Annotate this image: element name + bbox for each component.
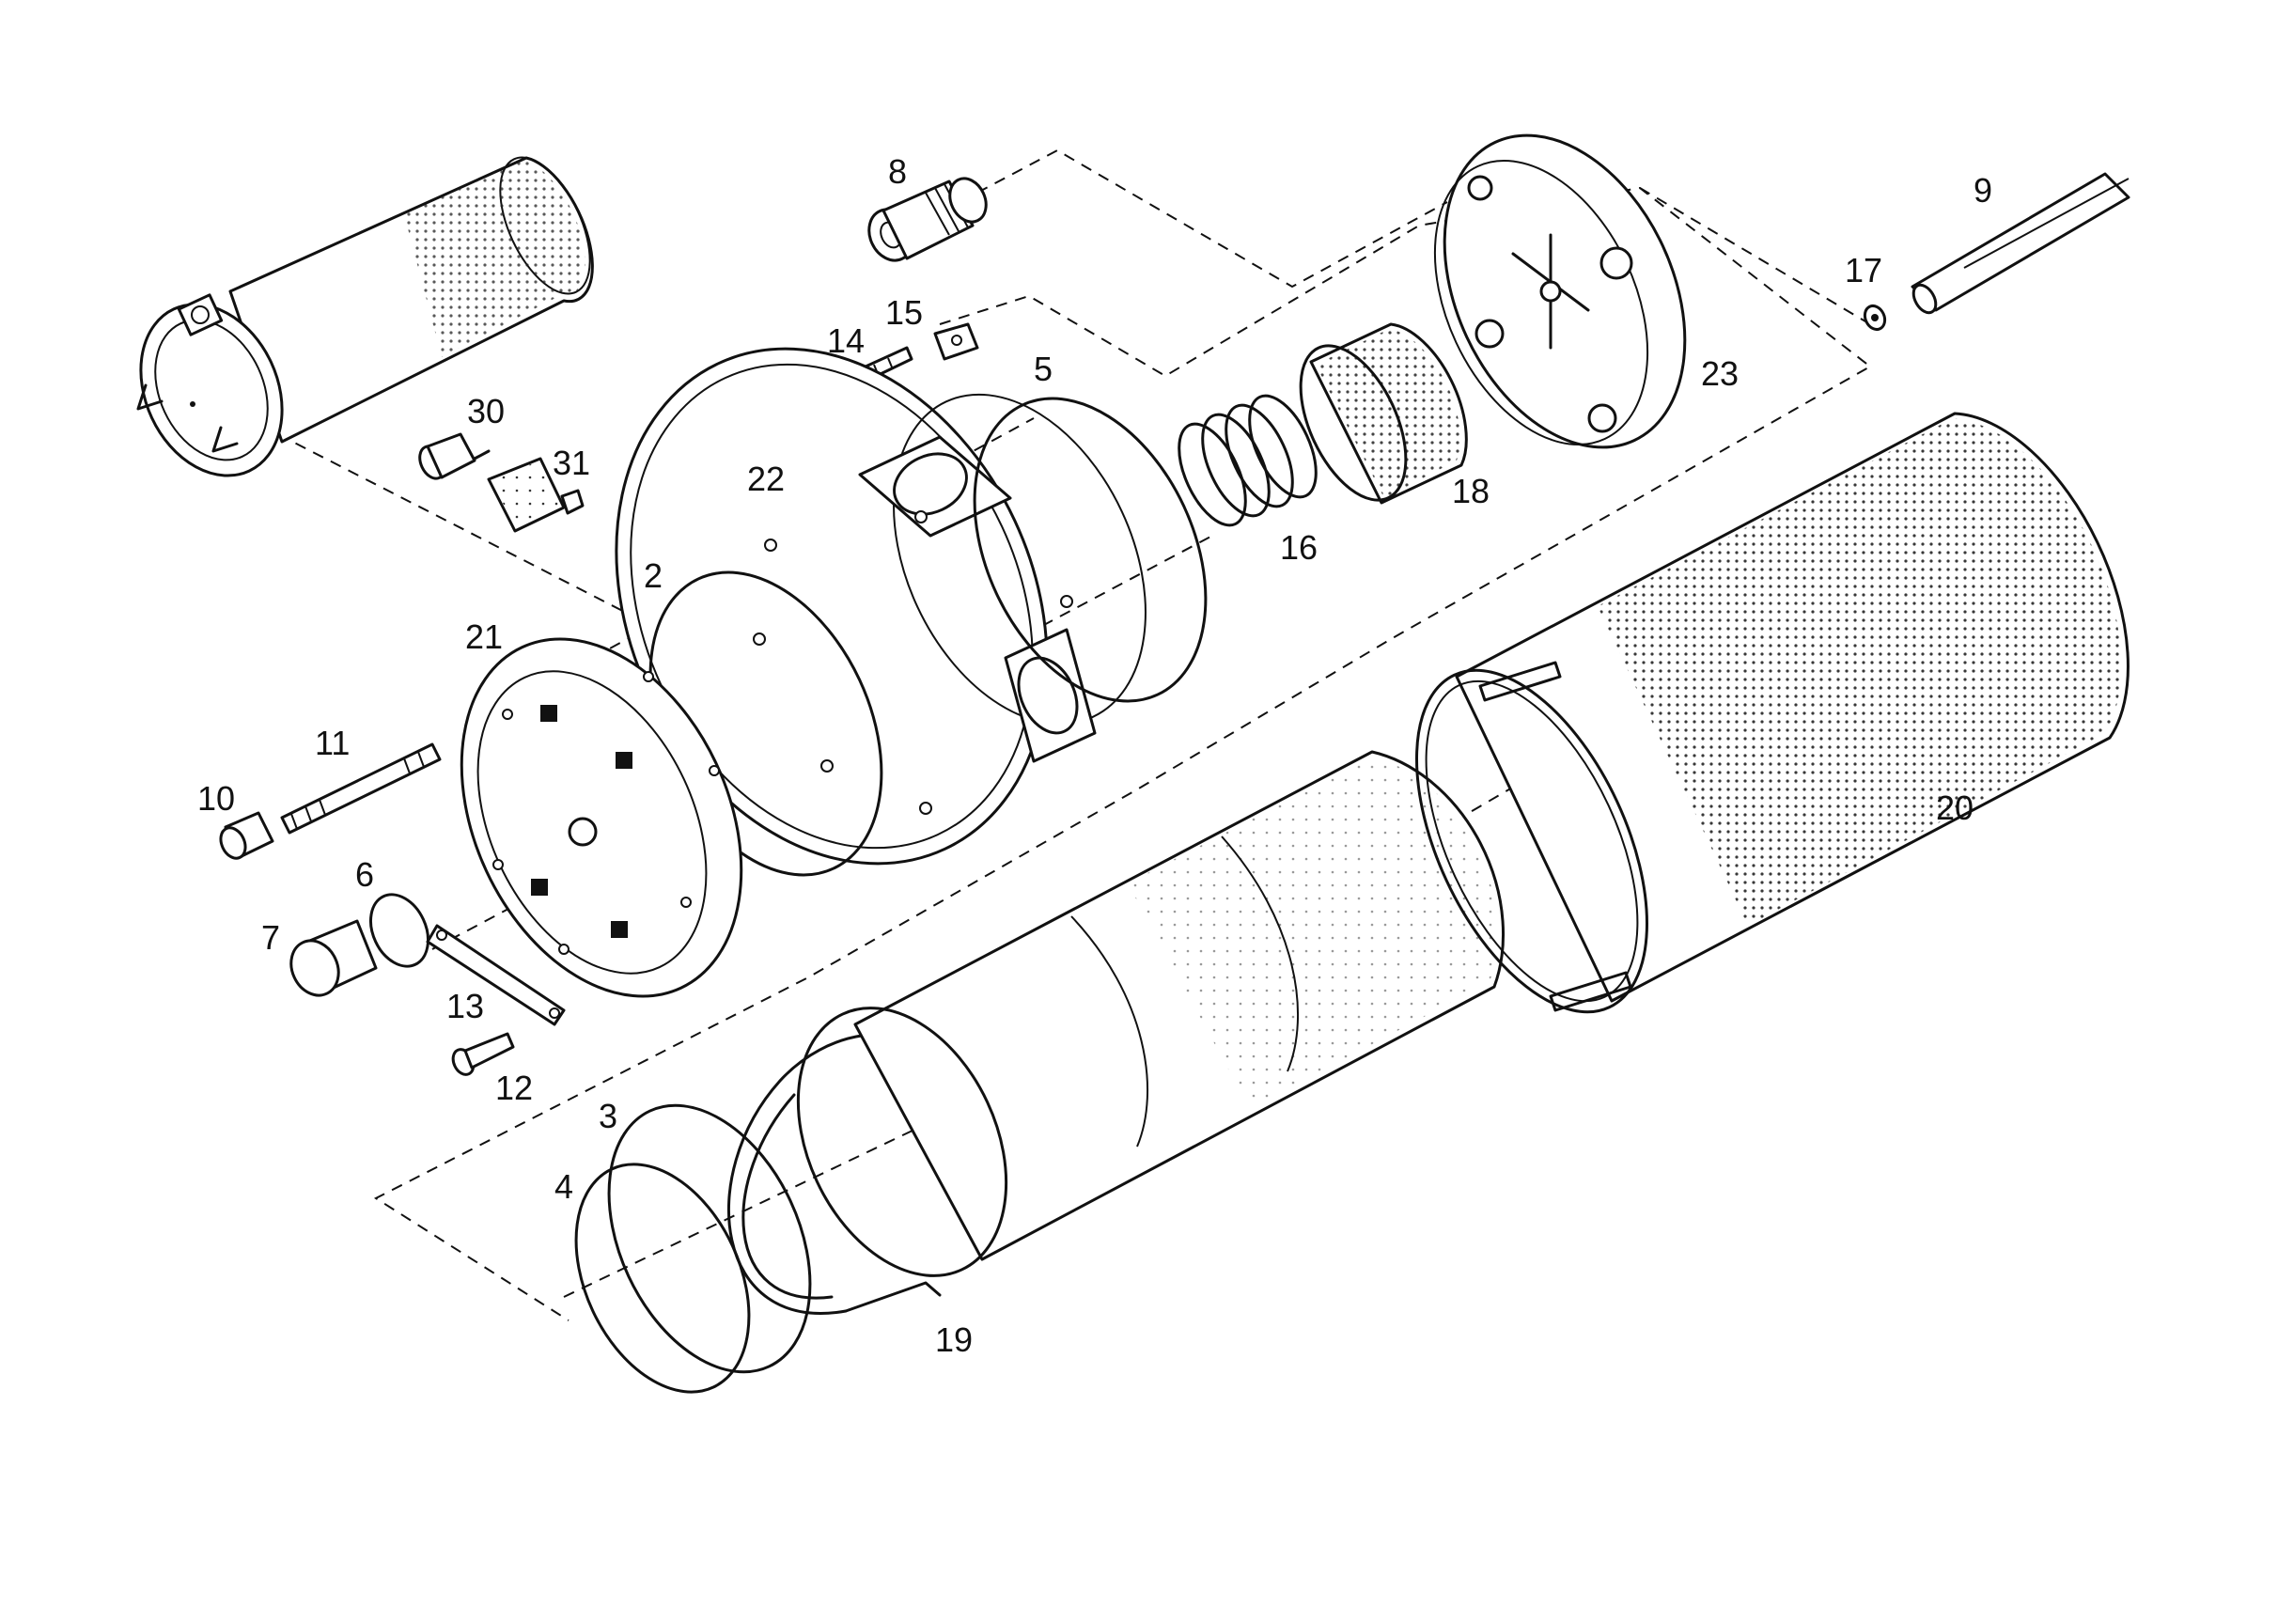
part-20-outer-tube <box>1415 412 2130 1014</box>
part-13-strap <box>426 924 566 1026</box>
label-part-10: 10 <box>197 779 235 818</box>
label-part-6: 6 <box>355 855 374 894</box>
part-16-spring <box>1178 394 1318 527</box>
part-22-housing <box>615 347 1147 866</box>
label-part-23: 23 <box>1701 354 1739 393</box>
part-5-o-ring <box>973 397 1208 703</box>
label-part-31: 31 <box>553 444 590 482</box>
label-part-3: 3 <box>599 1097 617 1135</box>
label-part-21: 21 <box>465 617 503 656</box>
label-part-19: 19 <box>935 1320 973 1359</box>
label-part-12: 12 <box>495 1069 533 1107</box>
label-part-13: 13 <box>446 987 484 1025</box>
label-part-5: 5 <box>1034 350 1053 388</box>
part-17-washer <box>1863 304 1887 332</box>
part-11-stud <box>280 742 442 835</box>
part-10-nut <box>219 811 274 860</box>
part-23-end-plate <box>1433 133 1687 449</box>
label-part-8: 8 <box>888 152 907 191</box>
part-30-fitting <box>418 432 491 480</box>
label-part-16: 16 <box>1280 528 1318 567</box>
label-part-30: 30 <box>467 392 505 430</box>
label-part-15: 15 <box>885 293 923 332</box>
part-8-connector <box>867 177 988 262</box>
part-3-o-ring <box>607 1103 812 1374</box>
label-part-17: 17 <box>1845 251 1882 289</box>
label-part-11: 11 <box>315 724 350 762</box>
part-12-screw <box>451 1032 515 1076</box>
label-part-4: 4 <box>554 1167 573 1206</box>
part-6-o-ring <box>369 893 429 968</box>
label-part-14: 14 <box>827 321 865 360</box>
part-18-filter-band <box>1299 322 1468 505</box>
label-part-18: 18 <box>1452 472 1490 510</box>
inner-sleeve <box>796 750 1506 1277</box>
part-31-strainer <box>487 457 585 533</box>
label-part-7: 7 <box>261 918 280 957</box>
part-7-plug <box>289 919 378 997</box>
label-part-20: 20 <box>1936 789 1974 827</box>
part-15-nut <box>933 322 979 361</box>
part-21-flange <box>460 637 743 998</box>
label-part-22: 22 <box>747 460 785 498</box>
callout-labels: 2 3 4 5 6 7 8 9 10 11 12 13 14 15 16 17 … <box>197 152 1992 1359</box>
part-9-shaft <box>1911 172 2130 315</box>
label-part-9: 9 <box>1974 171 1992 210</box>
label-part-2: 2 <box>644 556 663 595</box>
pump-end-assembly <box>136 156 594 477</box>
